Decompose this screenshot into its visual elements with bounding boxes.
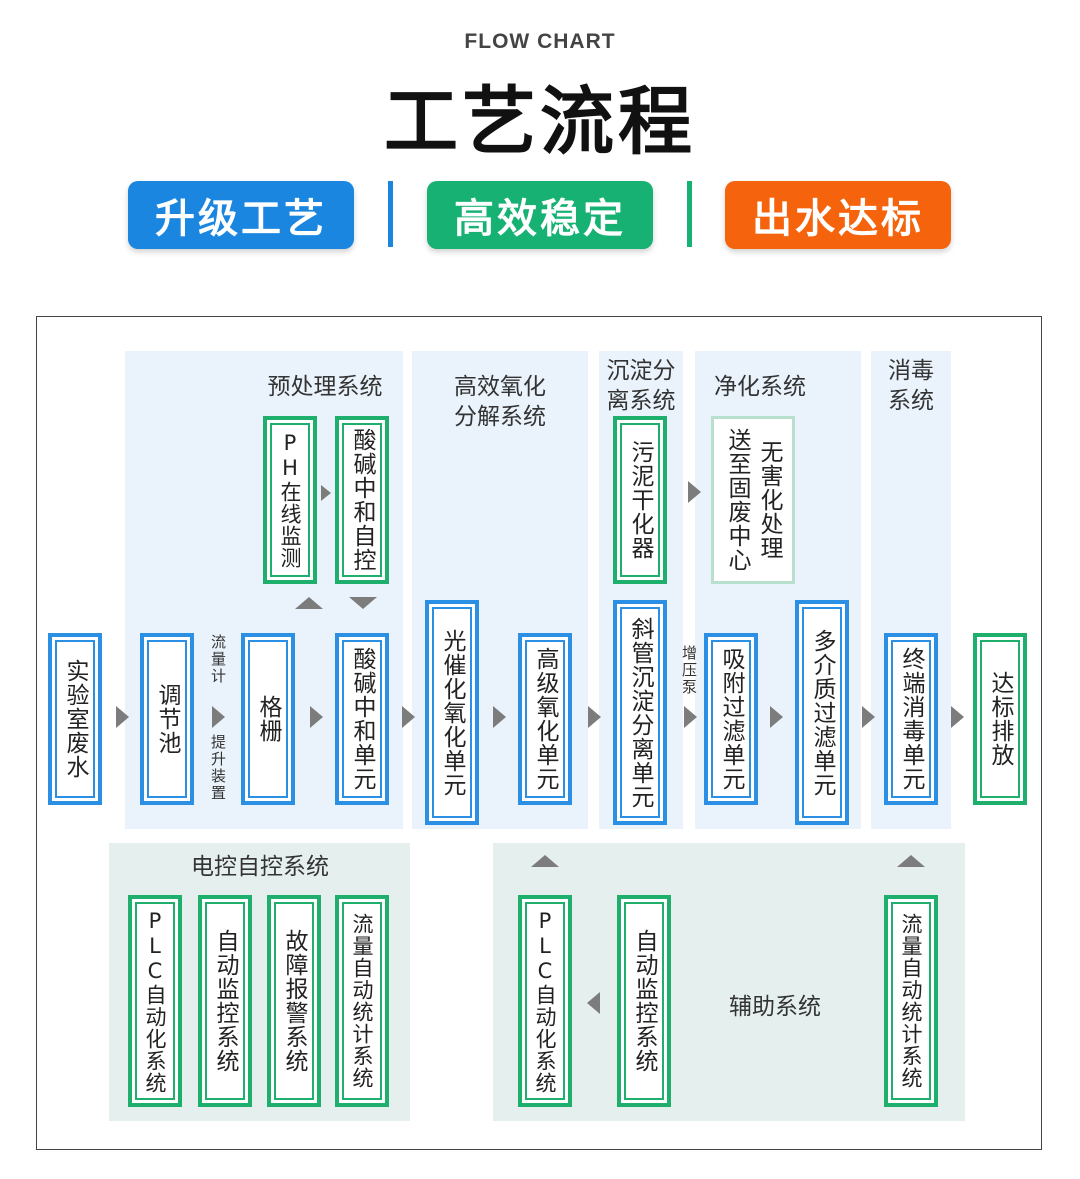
box-regulating-pool: 调节池 bbox=[140, 633, 194, 805]
box-aux-plc-text: PLC自动化系统 bbox=[533, 908, 557, 1094]
label-disinfect: 消毒 系统 bbox=[888, 358, 934, 414]
box-aux-flow: 流量自动统计系统 bbox=[884, 895, 938, 1107]
subtitle: FLOW CHART bbox=[464, 30, 616, 53]
box-photocatalytic: 光催化氧化单元 bbox=[425, 600, 479, 825]
diagram-frame bbox=[36, 316, 1042, 1150]
box-adsorption: 吸附过滤单元 bbox=[704, 633, 758, 805]
arrow-right-icon bbox=[212, 706, 225, 728]
page-title: 工艺流程 bbox=[384, 79, 696, 165]
arrow-right-icon bbox=[951, 706, 964, 728]
divider-2 bbox=[687, 181, 692, 247]
box-auto-monitor: 自动监控系统 bbox=[198, 895, 252, 1107]
label-electric: 电控自控系统 bbox=[191, 854, 329, 880]
box-sludge-dryer-text: 污泥干化器 bbox=[627, 440, 653, 560]
box-flow-stats-text: 流量自动统计系统 bbox=[350, 913, 374, 1089]
arrow-right-icon bbox=[321, 485, 331, 501]
label-aux: 辅助系统 bbox=[729, 994, 821, 1020]
box-harmless: 无害化处理 送至固废中心 bbox=[711, 416, 795, 584]
box-multimedia: 多介质过滤单元 bbox=[795, 600, 849, 825]
arrow-right-icon bbox=[684, 706, 697, 728]
box-multimedia-text: 多介质过滤单元 bbox=[809, 628, 835, 797]
arrow-right-icon bbox=[493, 706, 506, 728]
box-grille: 格栅 bbox=[241, 633, 295, 805]
box-terminal-disinfect-text: 终端消毒单元 bbox=[898, 647, 924, 791]
label-purify: 净化系统 bbox=[714, 374, 806, 400]
arrow-right-icon bbox=[310, 706, 323, 728]
arrow-down-icon bbox=[349, 597, 377, 609]
arrow-left-icon bbox=[587, 992, 600, 1014]
box-ph-monitor: PH在线监测 bbox=[263, 416, 317, 584]
box-inclined-tube-text: 斜管沉淀分离单元 bbox=[627, 616, 653, 809]
badge-discharge: 出水达标 bbox=[725, 181, 951, 249]
arrow-right-icon bbox=[862, 706, 875, 728]
box-acid-base-auto: 酸碱中和自控 bbox=[335, 416, 389, 584]
box-aux-monitor-text: 自动监控系统 bbox=[631, 929, 657, 1073]
box-auto-monitor-text: 自动监控系统 bbox=[212, 929, 238, 1073]
box-flow-stats: 流量自动统计系统 bbox=[335, 895, 389, 1107]
label-flow-meter: 流量计 bbox=[209, 634, 227, 685]
box-aux-flow-text: 流量自动统计系统 bbox=[899, 913, 923, 1089]
box-acid-base-unit-text: 酸碱中和单元 bbox=[349, 647, 375, 791]
box-grille-text: 格栅 bbox=[255, 695, 281, 743]
box-terminal-disinfect: 终端消毒单元 bbox=[884, 633, 938, 805]
label-oxidation: 高效氧化 分解系统 bbox=[454, 374, 546, 430]
box-advanced-oxidation-text: 高级氧化单元 bbox=[532, 647, 558, 791]
box-plc-auto-text: PLC自动化系统 bbox=[143, 908, 167, 1094]
box-sludge-dryer: 污泥干化器 bbox=[613, 416, 667, 584]
box-lab-waste-text: 实验室废水 bbox=[62, 659, 88, 779]
arrow-right-icon bbox=[770, 706, 783, 728]
arrow-right-icon bbox=[116, 706, 129, 728]
arrow-up-icon bbox=[295, 597, 323, 609]
badge-stable: 高效稳定 bbox=[427, 181, 653, 249]
badge-upgrade: 升级工艺 bbox=[128, 181, 354, 249]
box-regulating-pool-text: 调节池 bbox=[154, 683, 180, 755]
box-fault-alarm: 故障报警系统 bbox=[267, 895, 321, 1107]
box-ph-monitor-text: PH在线监测 bbox=[278, 431, 302, 569]
arrow-right-icon bbox=[688, 481, 701, 503]
label-lift-device: 提升装置 bbox=[209, 734, 227, 802]
box-inclined-tube: 斜管沉淀分离单元 bbox=[613, 600, 667, 825]
label-booster-pump: 增压泵 bbox=[680, 645, 698, 696]
box-fault-alarm-text: 故障报警系统 bbox=[281, 929, 307, 1073]
box-advanced-oxidation: 高级氧化单元 bbox=[518, 633, 572, 805]
label-settling: 沉淀分 离系统 bbox=[606, 358, 676, 414]
box-discharge: 达标排放 bbox=[973, 633, 1027, 805]
box-acid-base-unit: 酸碱中和单元 bbox=[335, 633, 389, 805]
box-aux-plc: PLC自动化系统 bbox=[518, 895, 572, 1107]
box-photocatalytic-text: 光催化氧化单元 bbox=[439, 628, 465, 797]
box-acid-base-auto-text: 酸碱中和自控 bbox=[349, 428, 375, 572]
divider-1 bbox=[388, 181, 393, 247]
arrow-up-icon bbox=[897, 855, 925, 867]
box-harmless-text-b: 送至固废中心 bbox=[724, 428, 750, 572]
box-lab-waste: 实验室废水 bbox=[48, 633, 102, 805]
arrow-right-icon bbox=[402, 706, 415, 728]
box-adsorption-text: 吸附过滤单元 bbox=[718, 647, 744, 791]
box-aux-monitor: 自动监控系统 bbox=[617, 895, 671, 1107]
arrow-right-icon bbox=[588, 706, 601, 728]
arrow-up-icon bbox=[531, 855, 559, 867]
box-discharge-text: 达标排放 bbox=[987, 671, 1013, 767]
label-pretreat: 预处理系统 bbox=[267, 374, 383, 400]
box-plc-auto: PLC自动化系统 bbox=[128, 895, 182, 1107]
box-harmless-text-a: 无害化处理 bbox=[756, 440, 782, 560]
